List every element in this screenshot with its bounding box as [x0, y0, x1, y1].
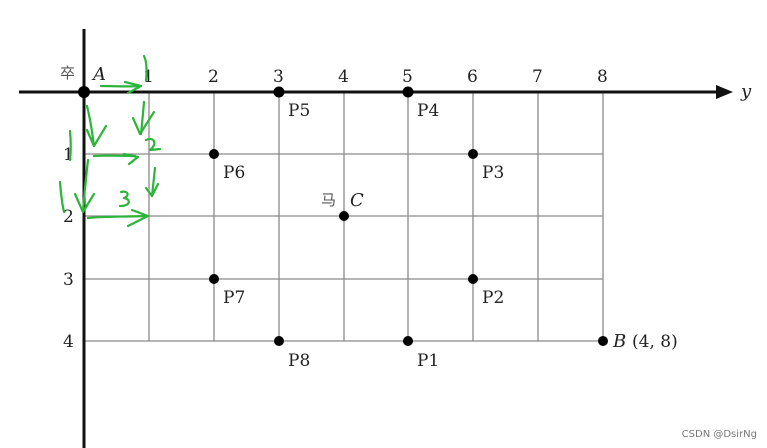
- point-dot: [468, 149, 478, 159]
- point-dot: [402, 86, 414, 98]
- target-label: B: [612, 331, 626, 352]
- axes: [19, 29, 733, 448]
- row-tick: 2: [63, 207, 74, 227]
- point-label: P6: [223, 163, 245, 183]
- target-coords: (4, 8): [632, 332, 678, 352]
- arrow-head: [73, 192, 96, 214]
- row-tick: 1: [63, 145, 74, 165]
- number-1-annotation: [142, 54, 148, 82]
- row-tick: 4: [63, 332, 74, 352]
- row-tick: 3: [63, 270, 74, 290]
- arrow-head: [131, 110, 156, 136]
- row-ticks: 1 2 3 4: [63, 145, 74, 352]
- point-label: P2: [482, 288, 504, 308]
- grid-lines: [84, 92, 604, 342]
- point-label: P3: [482, 163, 504, 183]
- point-dot: [273, 86, 285, 98]
- point-dot: [403, 336, 413, 346]
- handwritten-annotations: [58, 54, 162, 228]
- point-dot: [209, 274, 219, 284]
- col-tick: 6: [467, 67, 478, 87]
- arrow-head: [123, 80, 143, 95]
- pawn-label: 卒: [60, 64, 75, 82]
- col-tick: 7: [532, 67, 543, 87]
- origin-point: 卒 A: [60, 64, 106, 98]
- col-tick: 8: [597, 67, 608, 87]
- point-label: P8: [288, 351, 310, 371]
- point-dot: [274, 336, 284, 346]
- col-tick: 1: [143, 67, 154, 87]
- point-dot: [339, 211, 349, 221]
- point-label: P5: [288, 101, 310, 121]
- col-tick: 4: [338, 67, 349, 87]
- point-label: P7: [223, 288, 245, 308]
- arrow-right-annotation: [86, 214, 148, 220]
- point-label: P4: [417, 101, 439, 121]
- knight-label: C: [350, 190, 364, 211]
- col-tick: 3: [273, 67, 284, 87]
- col-tick: 5: [402, 67, 413, 87]
- arrow-down-annotation: [81, 158, 90, 214]
- point-dot: [78, 86, 90, 98]
- point-dot: [598, 336, 608, 346]
- col-tick: 2: [208, 67, 219, 87]
- knight-piece-label: 马: [321, 191, 336, 209]
- arrow-head: [85, 124, 108, 148]
- arrow-head: [144, 182, 160, 198]
- arrow-head: [126, 208, 150, 228]
- point-dot: [468, 274, 478, 284]
- number-3-annotation: [118, 190, 130, 208]
- arrow-down-annotation: [85, 104, 96, 148]
- axis-label-y: y: [740, 81, 752, 102]
- number-1-annotation: [58, 180, 66, 214]
- knight-point: 马 C: [321, 190, 364, 221]
- arrow-right-icon: [716, 85, 733, 99]
- origin-label: A: [91, 64, 106, 85]
- control-points: P1 P2 P3 P4 P5 P6 P7 P8: [209, 86, 504, 371]
- point-dot: [209, 149, 219, 159]
- arrow-head: [122, 152, 140, 166]
- column-ticks: 1 2 3 4 5 6 7 8: [143, 67, 608, 87]
- point-label: P1: [417, 351, 439, 371]
- target-point: B (4, 8): [598, 331, 678, 352]
- number-1-annotation: [68, 129, 72, 162]
- number-2-annotation: [144, 137, 162, 152]
- watermark: CSDN @DsirNg: [681, 429, 757, 440]
